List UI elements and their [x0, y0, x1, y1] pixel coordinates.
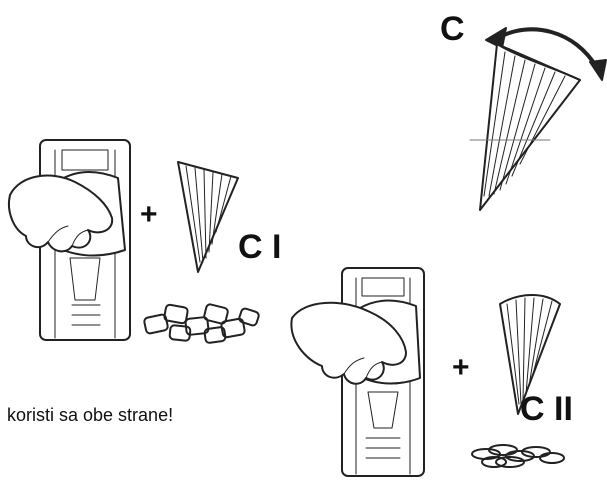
diced-pieces-icon [144, 304, 260, 344]
sliced-pieces-icon [472, 445, 564, 467]
plus-sign-1: + [140, 200, 158, 230]
label-c1: C I [238, 230, 281, 264]
label-c2: C II [520, 392, 573, 426]
label-c: C [440, 12, 465, 46]
cone-insert-c-icon [470, 44, 580, 210]
usage-note: koristi sa obe strane! [7, 405, 173, 426]
plus-sign-2: + [452, 353, 470, 383]
cone-insert-c1-icon [178, 162, 238, 272]
